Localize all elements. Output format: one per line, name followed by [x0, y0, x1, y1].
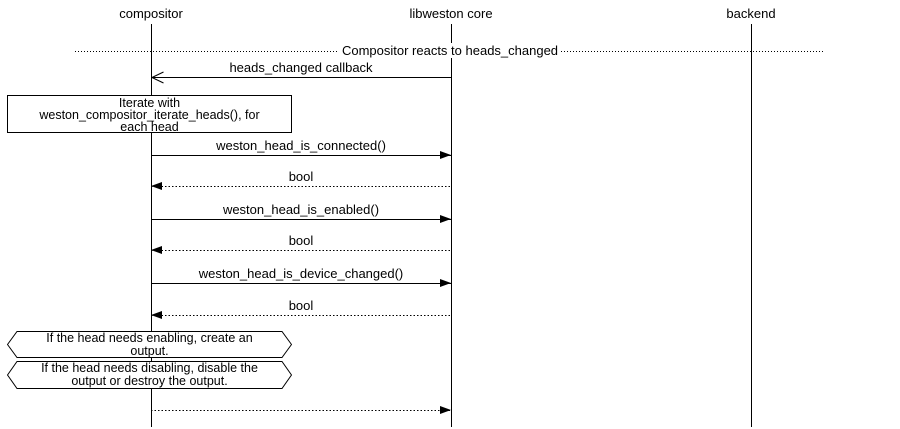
message-line: [151, 186, 451, 187]
message-line: [151, 283, 451, 284]
message-label: bool: [288, 169, 314, 184]
participant-label-compositor: compositor: [119, 6, 183, 21]
message-label: heads_changed callback: [229, 60, 373, 75]
note-text: If the head needs enabling, create an ou…: [7, 331, 292, 358]
note-line: output or destroy the output.: [71, 374, 228, 388]
message-line: [151, 219, 451, 220]
message-line: [151, 250, 451, 251]
filled-arrowhead-right-icon: [440, 279, 451, 287]
message-line: [151, 155, 451, 156]
filled-arrowhead-right-icon: [440, 151, 451, 159]
note-enabling-create-output: If the head needs enabling, create an ou…: [7, 331, 292, 358]
filled-arrowhead-right-icon: [440, 215, 451, 223]
lifeline-backend: [751, 24, 752, 427]
hexagon-shape: [7, 361, 292, 389]
message-label: bool: [288, 233, 314, 248]
note-line: If the head needs enabling, create an: [46, 331, 253, 345]
note-text: If the head needs disabling, disable the…: [7, 361, 292, 388]
message-line: [151, 77, 451, 78]
message-label: weston_head_is_connected(): [216, 138, 386, 153]
divider-label: Compositor reacts to heads_changed: [338, 43, 562, 58]
filled-arrowhead-right-icon: [440, 406, 451, 414]
filled-arrowhead-left-icon: [151, 246, 162, 254]
note-line: If the head needs disabling, disable the: [41, 361, 258, 375]
filled-arrowhead-left-icon: [151, 182, 162, 190]
message-label: bool: [288, 298, 314, 313]
message-label: weston_head_is_enabled(): [222, 202, 380, 217]
lifeline-compositor: [151, 24, 152, 427]
note-line: Iterate with: [118, 96, 181, 110]
note-disabling-destroy-output: If the head needs disabling, disable the…: [7, 361, 292, 389]
participant-label-libweston-core: libweston core: [409, 6, 493, 21]
hexagon-shape: [7, 331, 292, 358]
divider-label-wrap: Compositor reacts to heads_changed: [75, 43, 825, 58]
filled-arrowhead-left-icon: [151, 311, 162, 319]
message-line: [151, 315, 451, 316]
open-arrowhead-left-icon: [151, 71, 164, 84]
lifeline-libweston-core: [451, 24, 452, 427]
note-iterate-heads: Iterate with weston_compositor_iterate_h…: [7, 95, 292, 133]
message-label: weston_head_is_device_changed(): [198, 266, 404, 281]
note-line: weston_compositor_iterate_heads(), for: [39, 108, 260, 122]
note-line: each head: [120, 120, 179, 134]
message-line: [151, 410, 451, 411]
participant-label-backend: backend: [726, 6, 776, 21]
note-line: output.: [130, 344, 169, 358]
